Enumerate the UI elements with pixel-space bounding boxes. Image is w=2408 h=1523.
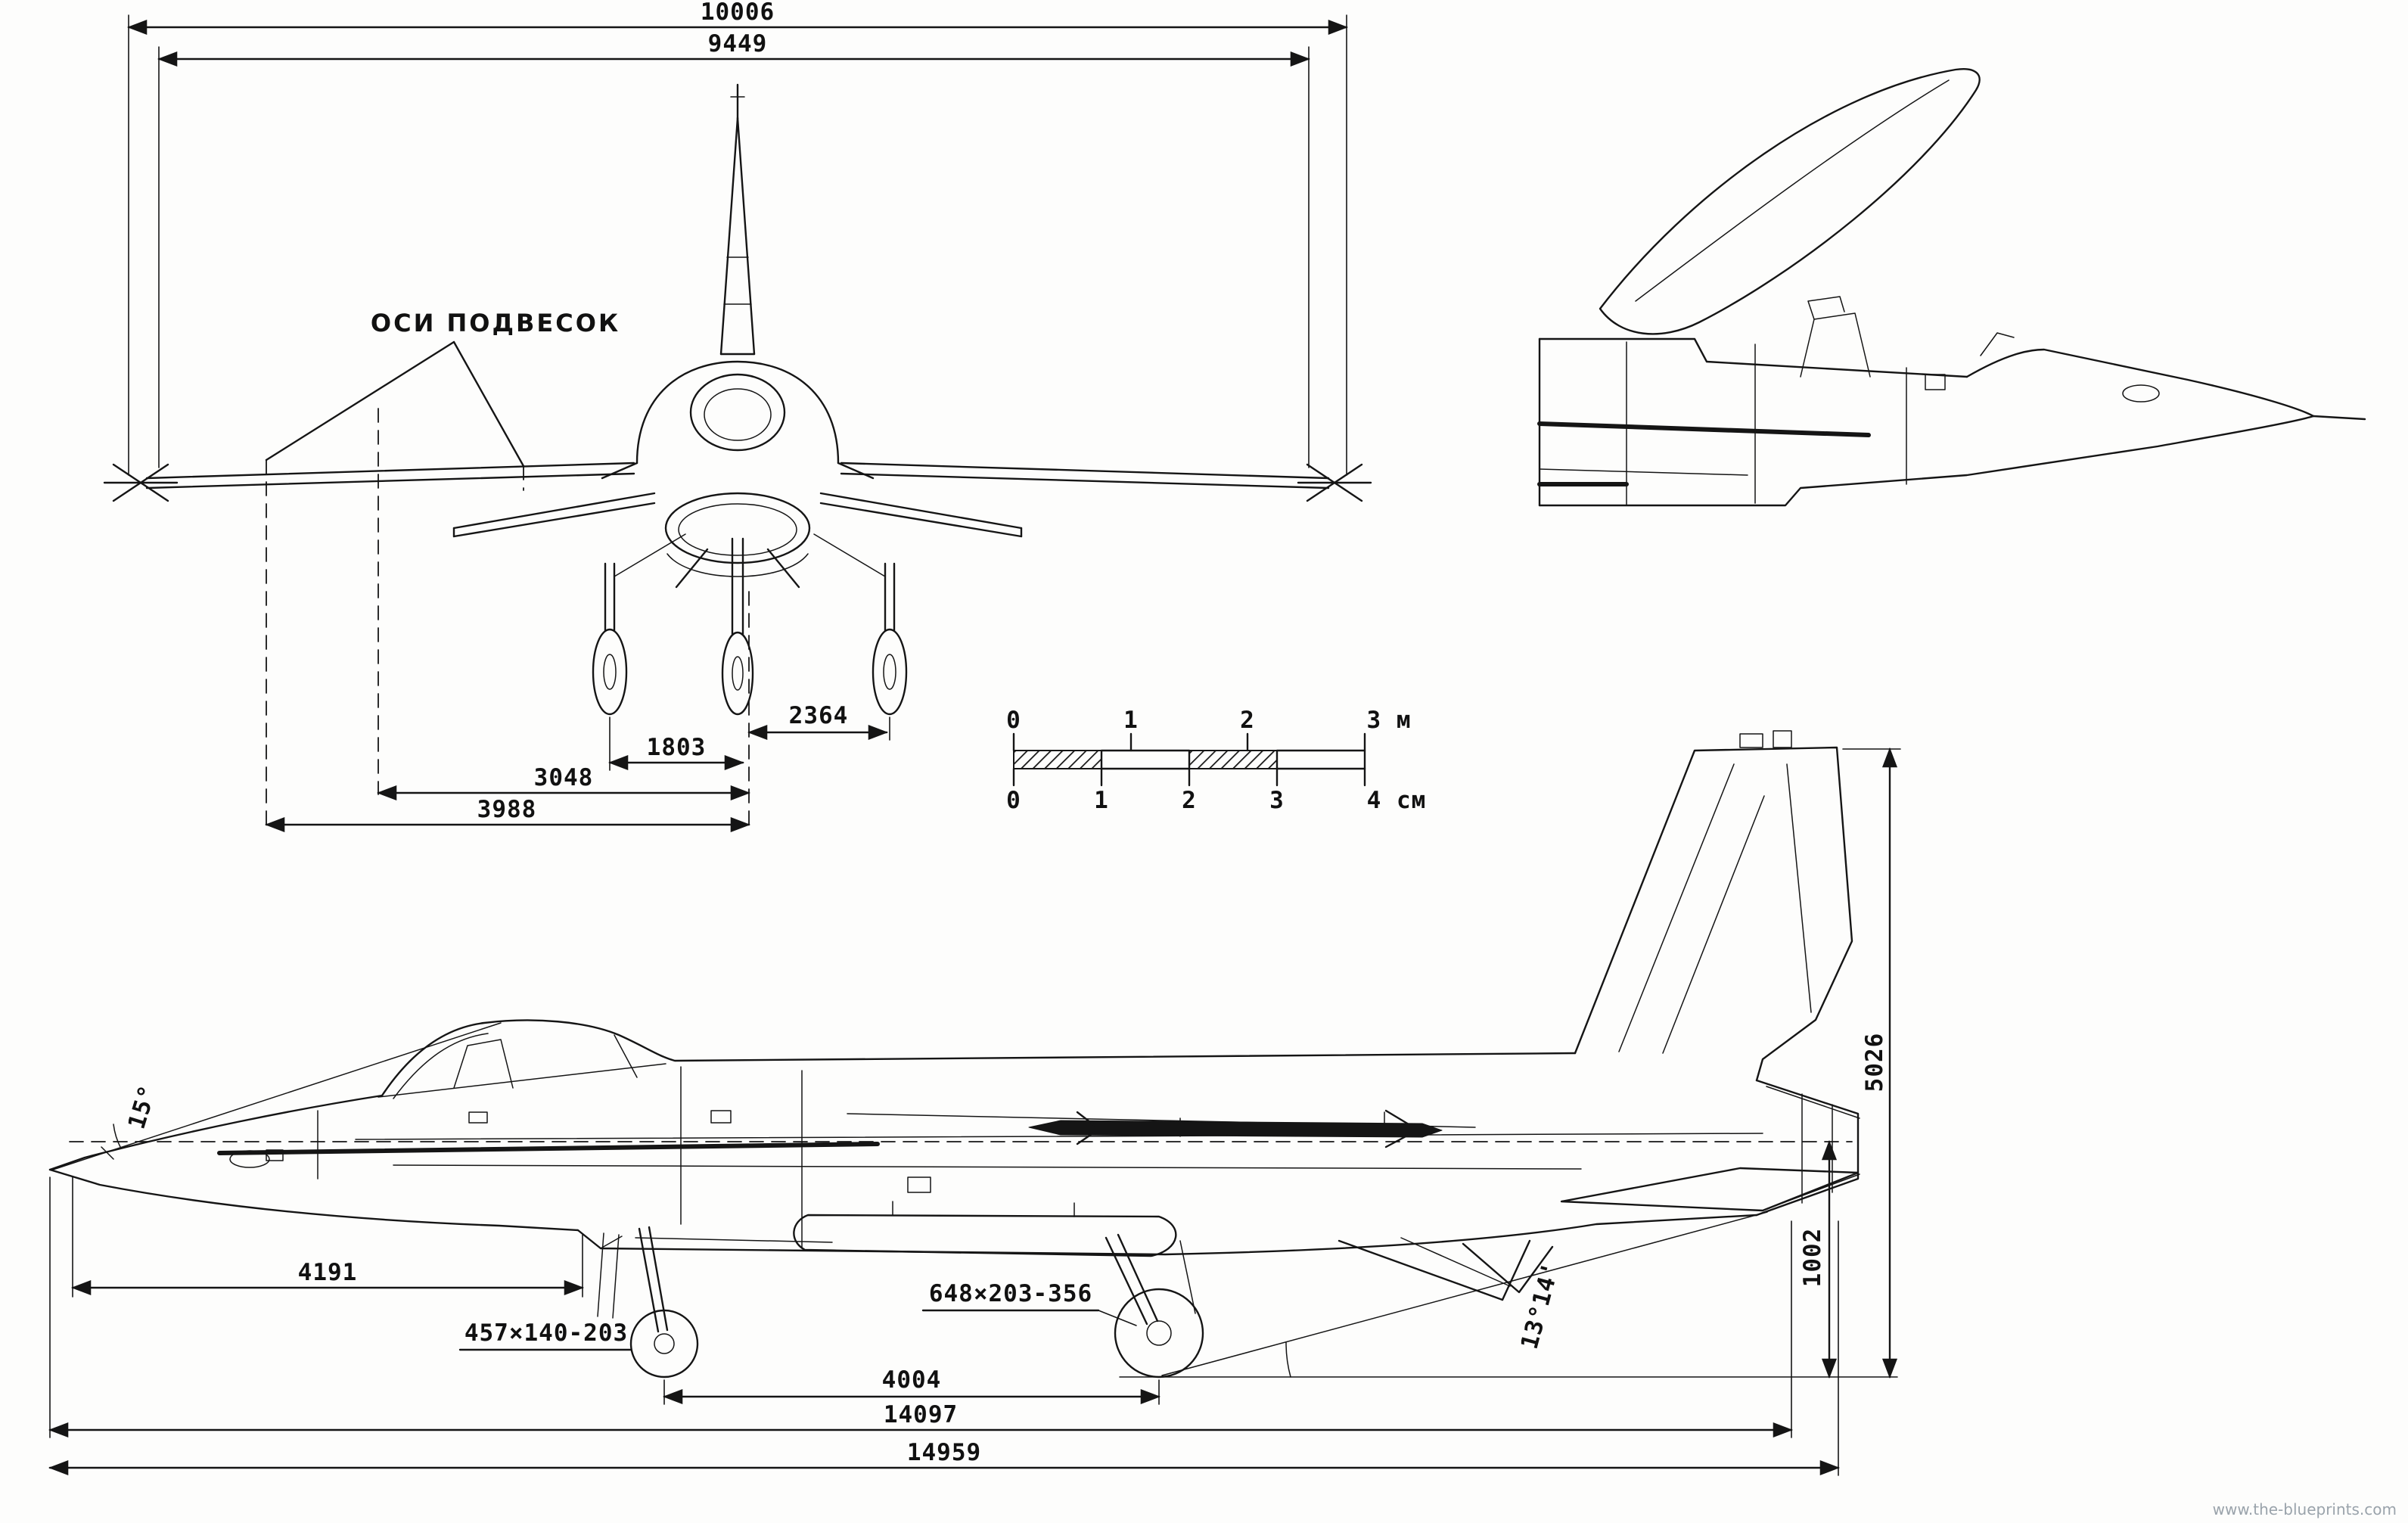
scale-bar	[1012, 732, 1366, 787]
wings-front	[103, 462, 1372, 502]
watermark: www.the-blueprints.com	[2213, 1500, 2397, 1518]
open-canopy	[1599, 68, 1981, 335]
engine-nozzle	[1755, 1079, 1860, 1217]
stabilator	[1560, 1167, 1860, 1212]
angle-tail-lines	[1161, 1211, 1768, 1378]
fuselage-bottom-outline	[48, 1168, 1758, 1256]
dim-track-nose	[607, 716, 745, 771]
dim-span-inner-value: 9449	[708, 30, 768, 58]
vertical-fin-front	[719, 83, 756, 356]
roundel-side	[229, 1150, 270, 1168]
dim-wheelbase	[662, 1379, 1161, 1405]
wingtip-missile-left	[103, 463, 179, 502]
tire-main-value: 648×203-356	[929, 1280, 1092, 1307]
dim-track-main-value: 2364	[789, 702, 849, 729]
dim-wheelbase-value: 4004	[882, 1366, 942, 1394]
centerline-tank	[793, 1201, 1177, 1257]
dim-length-fuselage	[48, 1176, 1794, 1438]
dim-length-overall-value: 14959	[907, 1439, 981, 1466]
missile-side	[1028, 1109, 1443, 1148]
angle-nose-value: 15°	[123, 1082, 163, 1133]
fin-antenna	[1739, 733, 1763, 748]
dim-length-fuselage-value: 14097	[884, 1401, 958, 1428]
dim-span-total-value: 10006	[701, 0, 775, 26]
pitot-probe	[2312, 415, 2366, 421]
scale-cm-0: 0	[1006, 787, 1021, 814]
intake-front	[664, 492, 811, 564]
nose-wheel-front	[721, 631, 754, 716]
dim-track-main	[747, 716, 890, 741]
wingtip-missile-right	[1297, 463, 1372, 502]
dim-nose-to-gear-value: 4191	[298, 1259, 358, 1286]
hud	[1980, 332, 2015, 356]
ventral-fin	[1462, 1242, 1554, 1294]
scale-cm-1: 1	[1094, 787, 1109, 814]
main-wheel-left-front	[592, 628, 628, 716]
vertical-fin-side	[1574, 730, 1853, 1082]
dim-span-inner	[157, 46, 1311, 468]
tire-nose-value: 457×140-203	[465, 1319, 628, 1347]
scale-m-1: 1	[1123, 707, 1139, 734]
ejection-seat	[1800, 296, 1871, 378]
dim-height-overall	[1842, 747, 1901, 1379]
fuselage-stripe	[1537, 421, 1871, 437]
nose-wheel-side	[629, 1309, 699, 1378]
pylon-axes-label: ОСИ ПОДВЕСОК	[371, 309, 620, 337]
scale-m-0: 0	[1006, 707, 1021, 734]
angle-tail-value: 13°14'	[1516, 1259, 1565, 1352]
nose-gear-side	[597, 1226, 699, 1378]
tire-main-callout	[921, 1309, 1137, 1326]
nose-detail-view	[1537, 68, 2366, 507]
speed-brake	[1338, 1237, 1531, 1301]
fuselage-front	[601, 360, 875, 577]
side-stripe	[217, 1142, 880, 1155]
nose-cone	[1965, 348, 2315, 418]
dim-nose-to-gear	[70, 1176, 585, 1298]
main-wheel-side	[1114, 1288, 1204, 1378]
landing-gear-front	[592, 533, 908, 716]
canopy-front	[689, 373, 786, 452]
scale-m-3: 3 м	[1367, 707, 1412, 734]
pylon-axes-diagram	[265, 340, 525, 827]
scale-cm-4: 4 см	[1367, 787, 1427, 814]
fuselage-top-outline	[48, 1019, 1577, 1171]
main-wheel-right-front	[872, 628, 908, 716]
dim-pylon-inner-value: 3048	[534, 764, 594, 791]
dim-pylon-outer-value: 3988	[477, 796, 537, 823]
side-view	[48, 730, 1901, 1476]
scale-cm-2: 2	[1182, 787, 1197, 814]
scale-cm-3: 3	[1269, 787, 1285, 814]
angle-nose-lines	[52, 1022, 502, 1170]
cockpit-side	[378, 1033, 666, 1099]
fin-antenna	[1773, 730, 1792, 748]
dim-span-total	[126, 14, 1349, 476]
seat-side	[453, 1039, 514, 1089]
front-view	[103, 14, 1372, 833]
dim-height-overall-value: 5026	[1861, 1033, 1888, 1093]
dim-length-overall	[48, 1220, 1841, 1476]
stabilizers-front	[452, 492, 1023, 589]
dim-gear-height-value: 1002	[1799, 1228, 1826, 1288]
roundel	[2122, 384, 2160, 403]
scale-m-2: 2	[1240, 707, 1255, 734]
dim-track-nose-value: 1803	[647, 734, 707, 761]
